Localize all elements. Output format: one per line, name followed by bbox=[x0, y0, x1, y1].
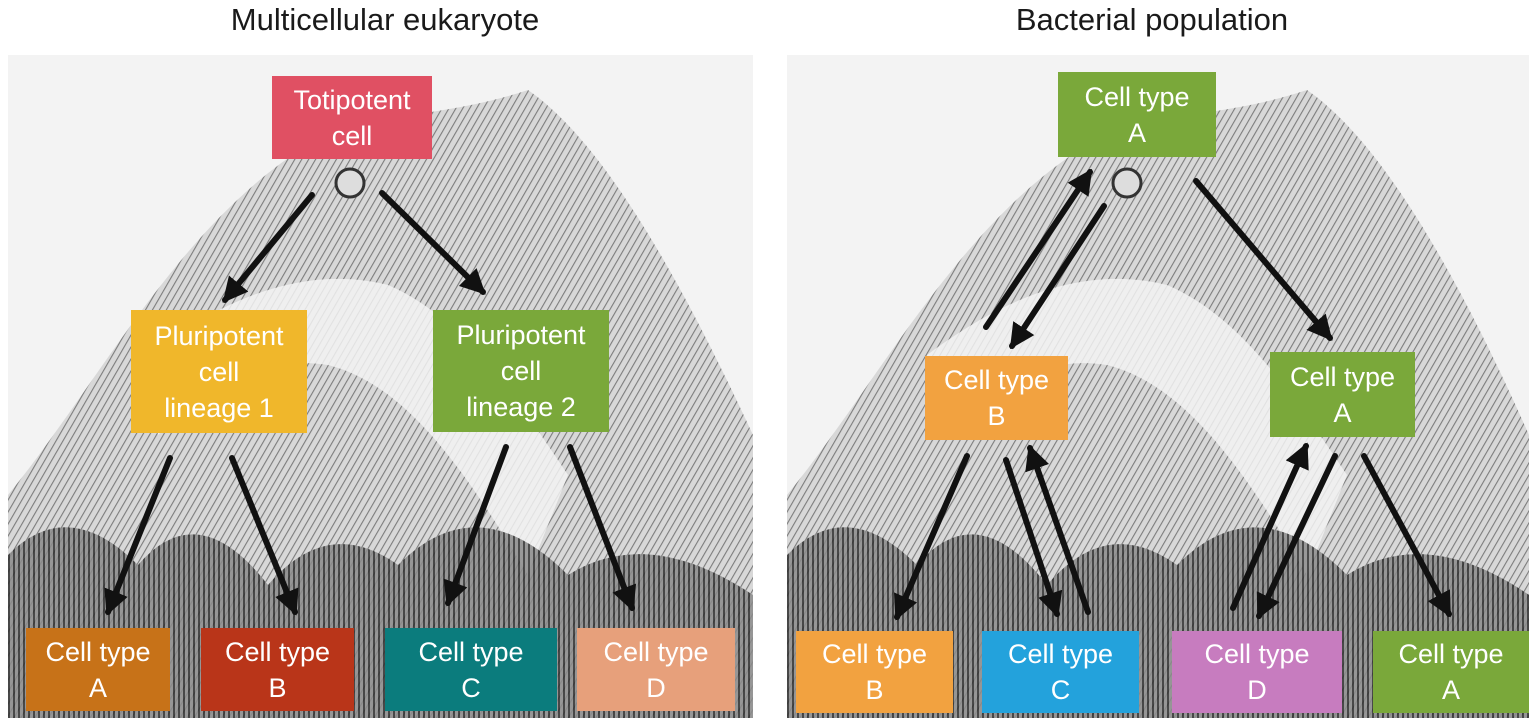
node-left-cell-type-a: Cell type A bbox=[26, 628, 170, 711]
node-right-bot-cell-type-b: Cell type B bbox=[796, 631, 953, 713]
node-totipotent-cell: Totipotent cell bbox=[272, 76, 432, 159]
node-right-mid-cell-type-a: Cell type A bbox=[1270, 352, 1415, 437]
node-right-bot-cell-type-c: Cell type C bbox=[982, 631, 1139, 713]
right-landscape-illustration bbox=[787, 90, 1529, 718]
node-right-bot-cell-type-a: Cell type A bbox=[1373, 631, 1529, 713]
node-right-mid-cell-type-b: Cell type B bbox=[925, 356, 1068, 440]
node-left-cell-type-b: Cell type B bbox=[201, 628, 354, 711]
node-pluripotent-lineage-1: Pluripotent cell lineage 1 bbox=[131, 310, 307, 433]
node-left-cell-type-c: Cell type C bbox=[385, 628, 557, 711]
node-right-bot-cell-type-d: Cell type D bbox=[1172, 631, 1342, 713]
node-pluripotent-lineage-2: Pluripotent cell lineage 2 bbox=[433, 310, 609, 432]
right-panel-title: Bacterial population bbox=[1015, 2, 1289, 37]
left-panel-title: Multicellular eukaryote bbox=[230, 2, 540, 37]
node-right-top-cell-type-a: Cell type A bbox=[1058, 72, 1216, 157]
node-left-cell-type-d: Cell type D bbox=[577, 628, 735, 711]
